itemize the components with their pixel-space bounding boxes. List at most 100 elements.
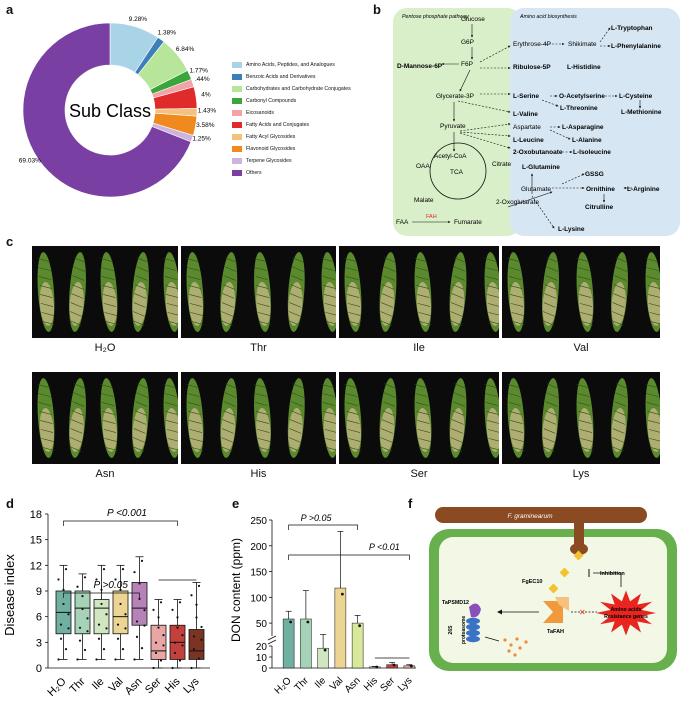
pie-slice-label: .44% — [195, 76, 210, 83]
legend-item: Flavonoid Glycosides — [232, 146, 295, 152]
amino-acid-dot — [524, 640, 528, 644]
tafah-shape — [543, 601, 563, 623]
legend-swatch — [232, 170, 242, 176]
photo-caption: H₂O — [94, 342, 116, 354]
psmd-shape — [469, 603, 481, 618]
pathway-node-oxoglut: 2-Oxoglutarate — [496, 199, 539, 206]
x-tick-label: Val — [106, 676, 125, 695]
amino-acid-dot — [503, 638, 507, 642]
y-tick-label: 250 — [250, 516, 267, 527]
pathway-node-orn: Ornithine — [586, 186, 615, 193]
panel-label-f: f — [408, 496, 413, 511]
psmd-label: TaPSMD12 — [442, 600, 469, 606]
pathway-node-malate: Malate — [414, 197, 434, 204]
pathway-node-cys: L-Cysteine — [619, 93, 653, 100]
wheat-photo — [339, 372, 499, 464]
legend-label: Benzoic Acids and Derivatives — [246, 74, 316, 80]
proteasome-ring-2 — [466, 623, 480, 631]
legend-swatch — [232, 146, 242, 152]
legend-item: Carbohydrates and Carbohydrate Conjugate… — [232, 86, 351, 92]
pathway-node-shikimate: Shikimate — [568, 41, 597, 48]
pathway-arrow — [459, 123, 511, 132]
legend-label: Amino Acids, Peptides, and Analogues — [246, 62, 335, 68]
pathway-node-oxobut: 2-Oxobutanoate — [513, 149, 563, 156]
pie-center-title: Sub Class — [69, 101, 151, 121]
proteasome-ring-3 — [466, 629, 480, 637]
y-tick-label: 0 — [261, 664, 267, 675]
pathway-node-val: L-Valine — [513, 111, 538, 118]
x-tick-label: Ser — [143, 675, 164, 696]
arrowhead — [497, 609, 502, 615]
pathway-arrow — [541, 99, 559, 107]
ppp-background — [393, 8, 521, 236]
y-tick-label: 100 — [250, 593, 267, 604]
pathway-node-g6p: G6P — [461, 39, 474, 46]
aa-background — [510, 8, 680, 236]
pathway-node-citrulline: Citrulline — [585, 204, 614, 211]
panel-label-a: a — [6, 2, 14, 17]
panel-label-b: b — [373, 2, 381, 17]
bar — [351, 622, 364, 669]
legend-item: Others — [232, 170, 262, 176]
block-cross: ✕ — [579, 608, 586, 617]
legend-swatch — [232, 134, 242, 140]
x-tick-label: Ile — [313, 675, 329, 691]
pathway-node-gln: L-Glutamine — [522, 164, 560, 171]
pathway-arrow — [531, 195, 555, 229]
pie-slice-label: 3.58% — [196, 122, 215, 129]
pathway-node-glutamate: Glutamate — [521, 186, 551, 193]
legend-item: Eicosanoids — [232, 110, 274, 116]
pie-slice-label: 1.77% — [190, 67, 209, 74]
pathway-node-ala: L-Alanine — [572, 137, 602, 144]
legend-swatch — [232, 110, 242, 116]
pathway-arrow — [459, 69, 471, 92]
effector-diamond-2 — [559, 567, 570, 578]
pathway-node-lys: L-Lysine — [558, 226, 585, 233]
y-tick-label: 12 — [30, 560, 42, 572]
pie-slice-label: 1.25% — [192, 136, 211, 143]
pie-slice-label: 69.03% — [19, 157, 41, 164]
wheat-photo — [181, 372, 336, 464]
bar — [369, 666, 381, 669]
photo-caption: Thr — [250, 342, 267, 354]
panel-label-c: c — [6, 234, 14, 249]
y-tick-label: 3 — [36, 637, 42, 649]
effector-diamond-3 — [548, 583, 559, 594]
pathway-node-f6p: F6P — [461, 61, 473, 68]
proteasome-ring-4 — [466, 635, 480, 643]
legend-label: Terpene Glycosides — [246, 158, 292, 164]
amino-acid-star — [596, 590, 656, 636]
sig-label: P <0.01 — [369, 542, 400, 552]
pie-slice-label: 9.28% — [129, 16, 148, 23]
legend-item: Terpene Glycosides — [232, 158, 292, 164]
panel-label-e: e — [232, 496, 240, 511]
wheat-photo — [502, 372, 660, 464]
wheat-photo — [32, 372, 178, 464]
aa-title: Amino acid biosynthesis — [519, 14, 577, 20]
amino-acid-dot — [507, 649, 511, 653]
legend-swatch — [232, 62, 242, 68]
legend-item: Fatty Acyl Glycosides — [232, 134, 295, 140]
box — [131, 582, 148, 626]
y-tick-label: 6 — [36, 612, 42, 624]
tafah-label: TaFAH — [547, 629, 564, 635]
pathway-arrow — [459, 131, 511, 138]
sig-label: P <0.001 — [107, 508, 147, 519]
legend-swatch — [232, 98, 242, 104]
photo-caption: Ser — [410, 468, 428, 480]
pathway-node-fumarate: Fumarate — [454, 219, 482, 226]
proteasome-ring-1 — [466, 617, 480, 625]
legend-item: Fatty Acids and Conjugates — [232, 122, 309, 128]
x-tick-label: Ser — [378, 675, 397, 694]
legend-label: Carbohydrates and Carbohydrate Conjugate… — [246, 86, 351, 92]
box — [150, 624, 167, 660]
proteasome-label-2: proteasome — [461, 616, 467, 645]
degradation-arrow — [484, 636, 500, 642]
tca-cycle — [429, 142, 487, 200]
y-tick-label: 9 — [36, 586, 42, 598]
x-tick-label: His — [163, 675, 183, 695]
pathway-arrow — [479, 45, 511, 63]
pathway-node-oacetyl: O-Acetylserine — [559, 93, 605, 100]
box — [188, 629, 205, 660]
